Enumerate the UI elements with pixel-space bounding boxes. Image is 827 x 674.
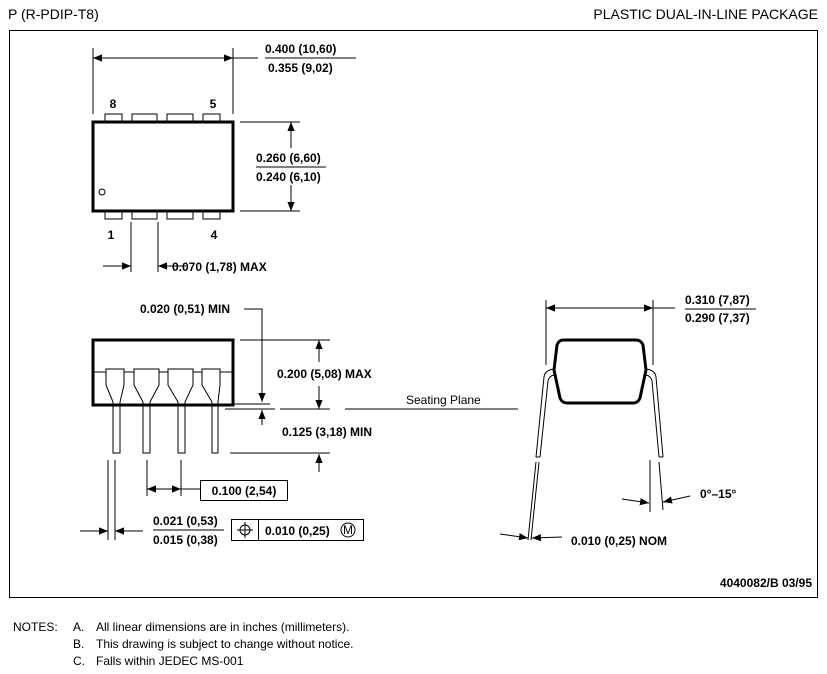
pin-label: 8 <box>110 97 117 111</box>
dimension-text: 0.100 (2,54) <box>212 484 277 498</box>
package-body-side <box>91 338 235 407</box>
package-body-end <box>552 338 648 405</box>
mmc-icon <box>340 522 356 538</box>
dimension-text: 0.021 (0,53) <box>153 514 218 528</box>
dimension-text: 0°–15° <box>700 487 736 501</box>
seating-plane-label: Seating Plane <box>406 393 481 407</box>
dimension-text: 0.310 (7,87) <box>685 293 750 307</box>
dimension-text: 0.020 (0,51) MIN <box>140 302 230 316</box>
pitch-box <box>200 480 288 501</box>
drawing-frame <box>9 30 818 598</box>
package-title: PLASTIC DUAL-IN-LINE PACKAGE <box>593 6 818 22</box>
note-text: All linear dimensions are in inches (mil… <box>96 620 349 634</box>
pin-label: 5 <box>210 97 217 111</box>
position-tolerance-icon <box>237 522 253 538</box>
mmc-letter: M <box>343 523 353 537</box>
dimension-text: 0.010 (0,25) NOM <box>571 534 667 548</box>
note-letter: B. <box>73 637 84 651</box>
pin1-marker <box>98 188 106 196</box>
pin-label: 1 <box>108 228 115 242</box>
dimension-text: 0.015 (0,38) <box>153 533 218 547</box>
dimension-text: 0.125 (3,18) MIN <box>282 425 372 439</box>
notes: NOTES: A. All linear dimensions are in i… <box>13 620 353 668</box>
package-body <box>91 120 235 213</box>
notes-label: NOTES: <box>13 620 58 634</box>
note-letter: A. <box>73 620 84 634</box>
tolerance-frame <box>231 519 364 541</box>
note-text: This drawing is subject to change withou… <box>96 637 353 651</box>
dimension-text: 0.260 (6,60) <box>256 151 321 165</box>
package-code: P (R-PDIP-T8) <box>8 6 99 22</box>
dimension-text: 0.400 (10,60) <box>265 42 336 56</box>
note-letter: C. <box>73 654 85 668</box>
dimension-text: 0.010 (0,25) <box>265 524 330 538</box>
end-view: 0.310 (7,87) 0.290 (7,37) 0°–15° 0.010 (… <box>499 293 756 548</box>
drawing-id: 4040082/B 03/95 <box>720 576 812 590</box>
note-text: Falls within JEDEC MS-001 <box>96 654 244 668</box>
pin-label: 4 <box>211 228 218 242</box>
side-view: 0.020 (0,51) MIN 0.200 (5,08) MAX Seatin… <box>80 302 518 547</box>
dimension-text: 0.240 (6,10) <box>256 170 321 184</box>
dimension-text: 0.355 (9,02) <box>268 61 333 75</box>
dimension-text: 0.290 (7,37) <box>685 311 750 325</box>
dimension-text: 0.200 (5,08) MAX <box>277 367 372 381</box>
top-view: 8 5 1 4 0.400 (10,60) 0.355 (9,02) 0.260… <box>91 42 356 274</box>
dimension-text: 0.070 (1,78) MAX <box>172 260 267 274</box>
